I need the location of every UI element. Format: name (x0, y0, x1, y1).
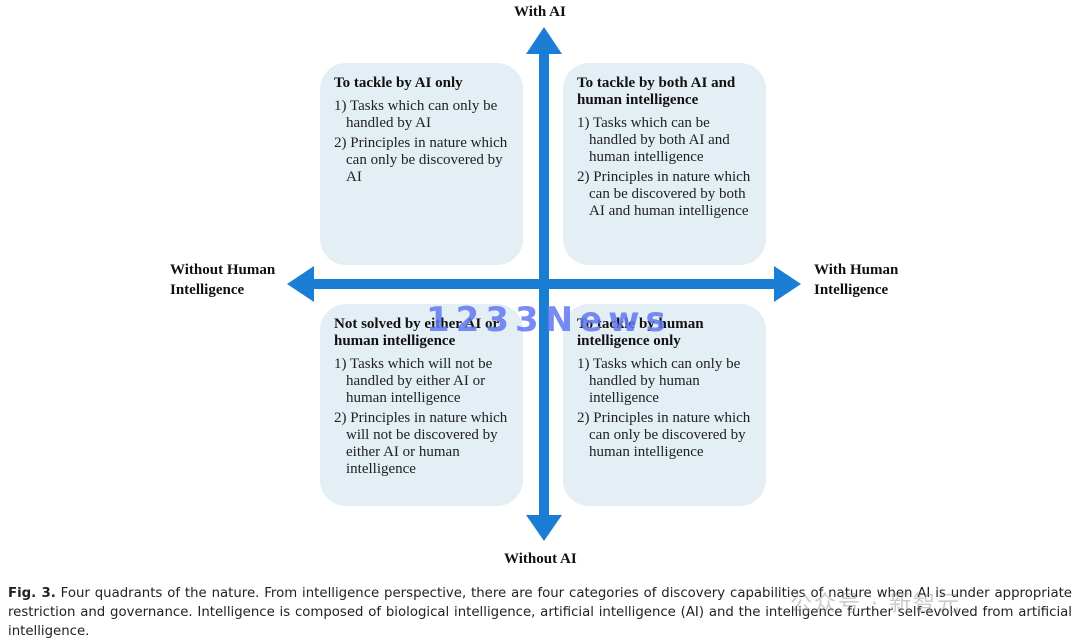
quadrant-title: To tackle by both AI and human intellige… (577, 75, 736, 108)
axis-label-bottom: Without AI (504, 551, 577, 567)
quadrant-item: 2) Principles in nature which can only b… (334, 135, 508, 185)
quadrant-title: Not solved by either AI or human intelli… (334, 316, 499, 349)
quadrant-ai-only: To tackle by AI only 1) Tasks which can … (320, 63, 523, 265)
quadrant-title: To tackle by human intelligence only (577, 316, 704, 349)
quadrant-item: 1) Tasks which can be handled by both AI… (577, 115, 730, 165)
quadrant-item: 2) Principles in nature which can only b… (577, 410, 751, 460)
quadrant-both: To tackle by both AI and human intellige… (563, 63, 766, 265)
quadrant-neither: Not solved by either AI or human intelli… (320, 304, 523, 506)
axis-label-right: With Human Intelligence (814, 262, 899, 298)
arrow-right-icon (774, 266, 801, 302)
quadrant-title: To tackle by AI only (334, 75, 463, 91)
quadrant-item: 1) Tasks which will not be handled by ei… (334, 356, 493, 406)
watermark-text: 1233News (426, 300, 672, 340)
figure-caption: Fig. 3. Four quadrants of the nature. Fr… (8, 584, 1072, 641)
quadrant-item: 2) Principles in nature which will not b… (334, 410, 508, 477)
quadrant-item: 1) Tasks which can only be handled by AI (334, 98, 498, 131)
axis-label-top: With AI (514, 4, 566, 20)
figure-caption-text: Four quadrants of the nature. From intel… (8, 586, 1072, 639)
horizontal-axis-line (310, 279, 780, 289)
arrow-up-icon (526, 27, 562, 54)
quadrant-item: 2) Principles in nature which can be dis… (577, 169, 751, 219)
caption-watermark: 公众号 · 新智元 (790, 592, 961, 617)
figure-label: Fig. 3. (8, 586, 56, 601)
axis-label-left: Without Human Intelligence (170, 262, 276, 298)
quadrant-human-only: To tackle by human intelligence only 1) … (563, 304, 766, 506)
quadrant-item: 1) Tasks which can only be handled by hu… (577, 356, 741, 406)
arrow-down-icon (526, 515, 562, 541)
arrow-left-icon (287, 266, 314, 302)
